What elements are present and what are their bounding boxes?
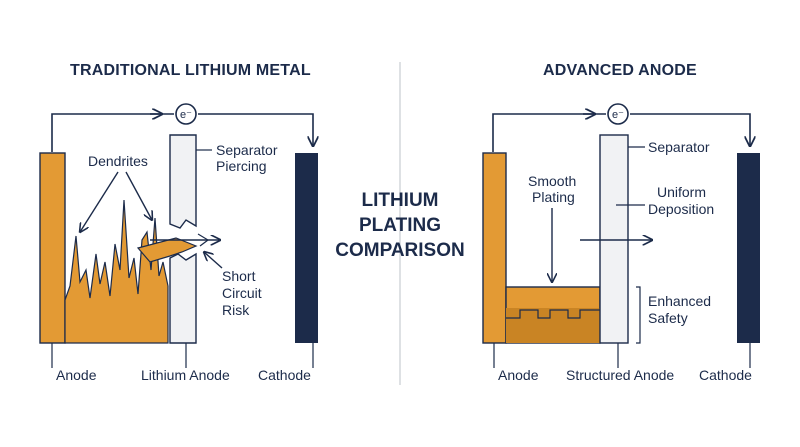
short-circuit-label-line-1: Short — [222, 268, 256, 284]
left-anode-bar — [39, 152, 66, 344]
separator-label: Separator — [648, 139, 710, 155]
center-title-line-2: PLATING — [359, 215, 441, 236]
right-electron-label: e⁻ — [612, 109, 624, 121]
smooth-plating-label-line-1: Smooth — [528, 173, 577, 189]
dendrites-label: Dendrites — [88, 153, 148, 169]
dendrite-piercing-spike — [136, 237, 198, 263]
enhanced-safety-label-line-2: Safety — [648, 310, 688, 326]
short-circuit-spark — [197, 233, 210, 247]
left-electron-icon — [175, 103, 197, 125]
right-panel: e⁻ — [482, 103, 760, 368]
left-cathode-bar — [295, 153, 318, 343]
left-circuit-wire — [51, 113, 313, 152]
enhanced-safety-bracket — [636, 286, 641, 344]
right-anode-label: Anode — [498, 367, 539, 383]
left-cathode-label: Cathode — [258, 367, 311, 383]
right-cathode-bar — [737, 153, 760, 343]
center-title-line-3: COMPARISON — [335, 240, 465, 261]
right-anode-bar — [482, 152, 507, 344]
structured-anode-base — [506, 308, 600, 343]
right-panel-title: ADVANCED ANODE — [543, 62, 697, 79]
right-circuit-wire — [492, 113, 750, 152]
left-separator-upper — [169, 134, 197, 229]
dendrite-growth — [64, 199, 169, 344]
dendrites-pointer-2 — [125, 171, 152, 220]
lithium-anode-label: Lithium Anode — [141, 367, 230, 383]
short-circuit-label-line-3: Risk — [222, 302, 250, 318]
left-anode-label: Anode — [56, 367, 97, 383]
smooth-plating-label-line-2: Plating — [532, 189, 575, 205]
separator-piercing-label-line-1: Separator — [216, 142, 278, 158]
left-electron-label: e⁻ — [180, 109, 192, 121]
dendrites-pointer-1 — [80, 171, 119, 232]
center-title: LITHIUM PLATING COMPARISON — [320, 188, 480, 263]
left-panel-title: TRADITIONAL LITHIUM METAL — [70, 62, 311, 79]
separator-piercing-label-line-2: Piercing — [216, 158, 267, 174]
short-circuit-pointer — [204, 252, 223, 269]
right-cathode-label: Cathode — [699, 367, 752, 383]
structured-anode-label: Structured Anode — [566, 367, 675, 383]
center-title-line-1: LITHIUM — [361, 190, 439, 211]
structured-anode-pattern — [506, 309, 600, 319]
left-separator-lower — [169, 252, 197, 344]
left-panel: e⁻ — [39, 103, 318, 368]
uniform-deposition-label-line-2: Deposition — [648, 201, 715, 217]
right-electron-icon — [607, 103, 629, 125]
uniform-deposition-label-line-1: Uniform — [657, 184, 707, 200]
enhanced-safety-label-line-1: Enhanced — [648, 293, 712, 309]
short-circuit-label-line-2: Circuit — [222, 285, 262, 301]
right-separator — [599, 134, 629, 344]
